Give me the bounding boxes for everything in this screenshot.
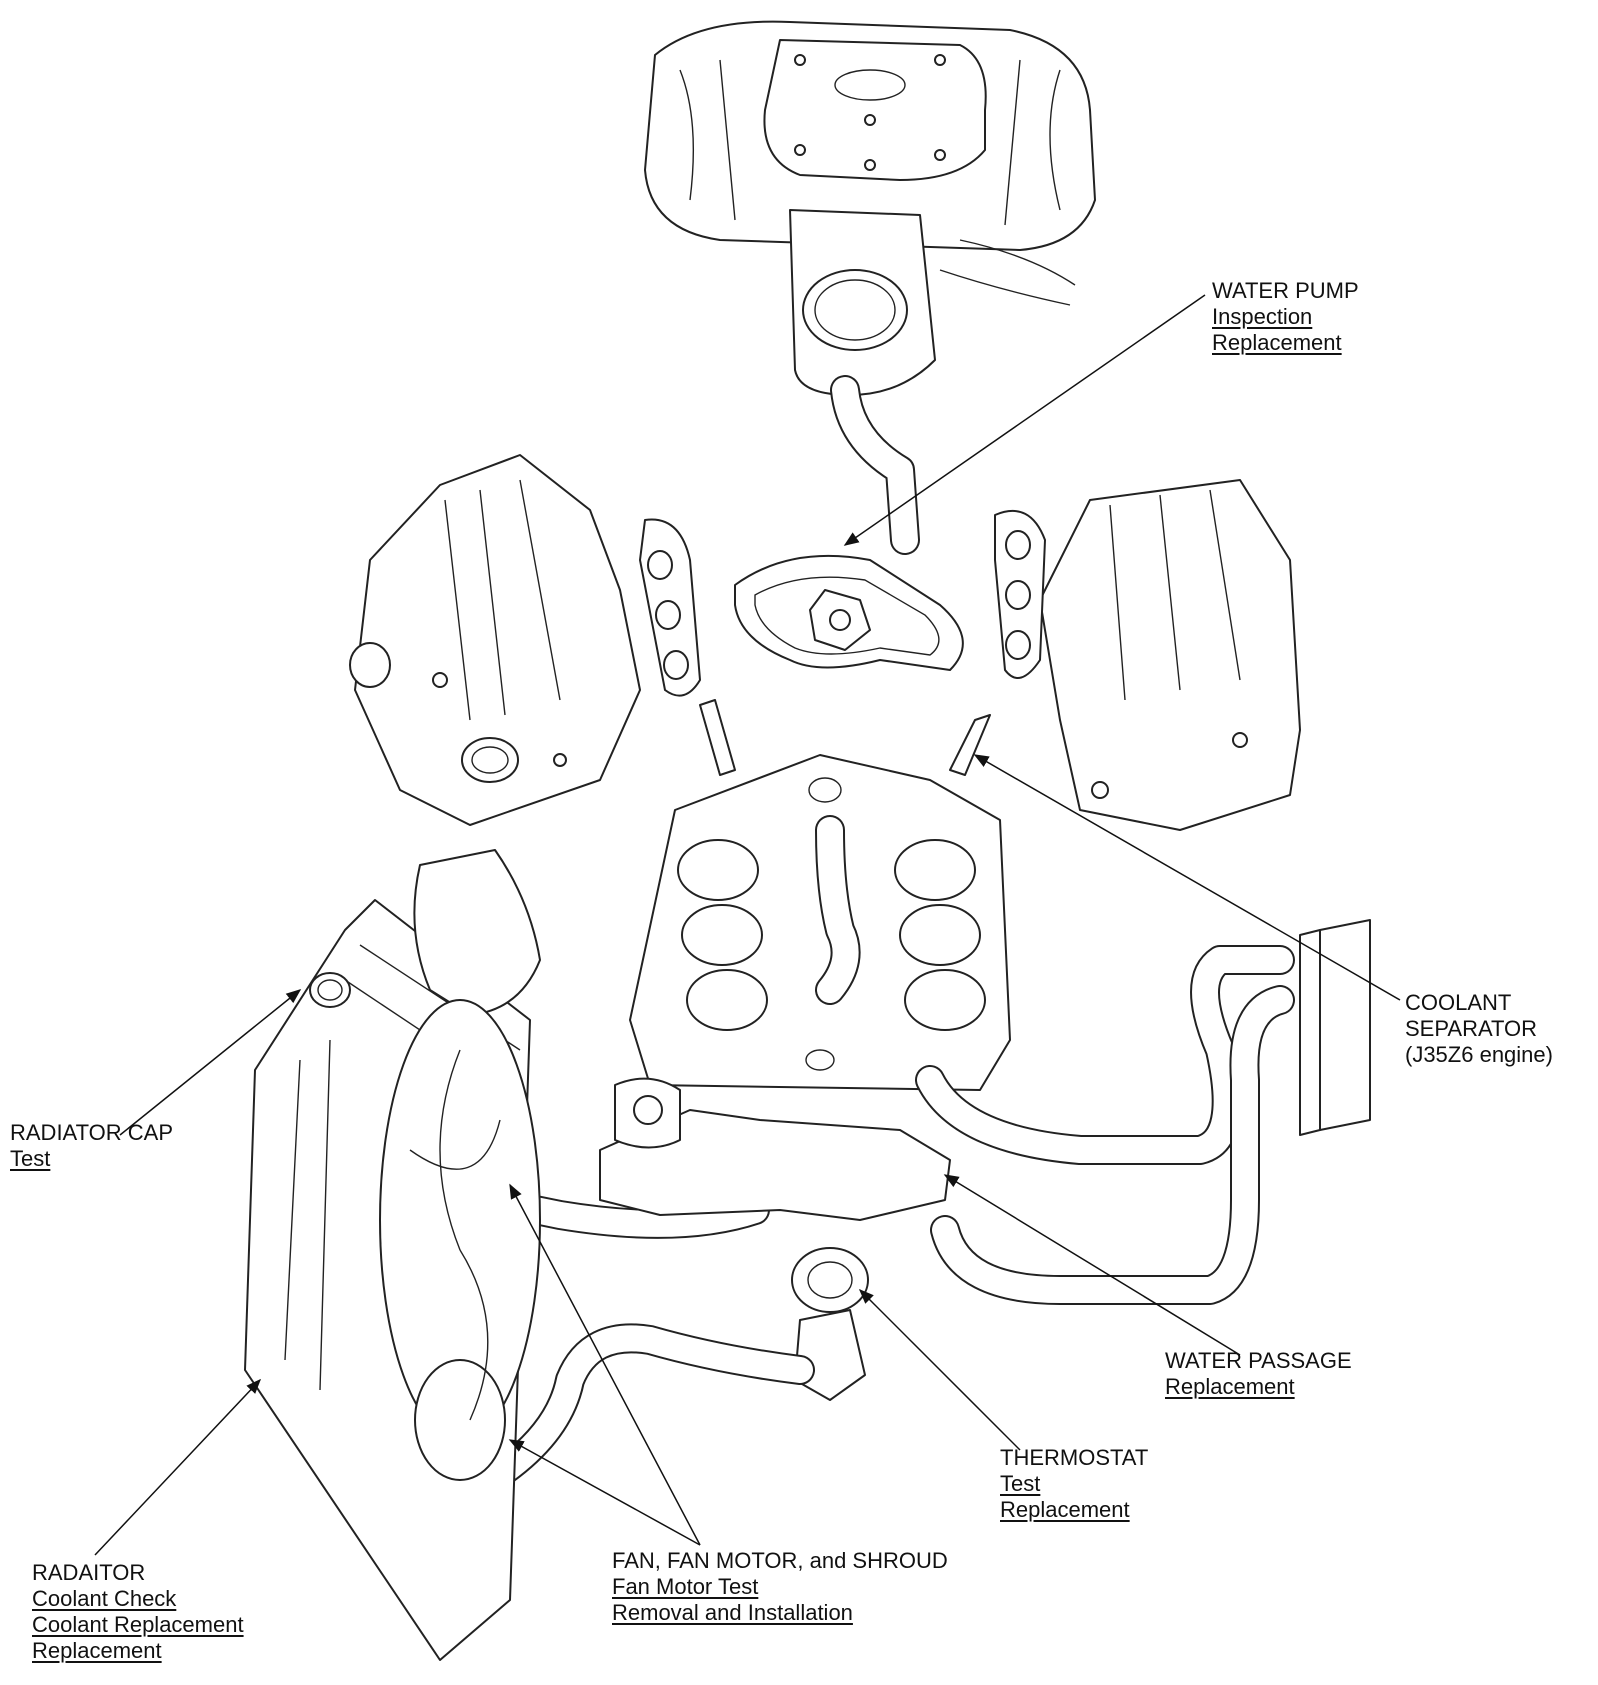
radiator-coolant-replacement-link[interactable]: Coolant Replacement bbox=[32, 1612, 244, 1637]
water-pump-label: WATER PUMP Inspection Replacement bbox=[1212, 278, 1359, 356]
water-pump-title: WATER PUMP bbox=[1212, 278, 1359, 303]
radiator-coolant-check-link[interactable]: Coolant Check bbox=[32, 1586, 177, 1611]
coolant-separator-line-2: SEPARATOR bbox=[1405, 1016, 1538, 1041]
radiator-replacement-link[interactable]: Replacement bbox=[32, 1638, 162, 1663]
coolant-separator-box bbox=[1299, 919, 1371, 1136]
radiator-label: RADAITOR Coolant Check Coolant Replaceme… bbox=[32, 1560, 244, 1664]
coolant-separator-parts bbox=[699, 699, 991, 776]
coolant-separator-line-1: COOLANT bbox=[1405, 990, 1512, 1015]
fan-title: FAN, FAN MOTOR, and SHROUD bbox=[612, 1548, 948, 1573]
leader-lines bbox=[94, 294, 1401, 1556]
engine-block bbox=[629, 754, 1011, 1091]
thermostat-test-link[interactable]: Test bbox=[1000, 1471, 1041, 1496]
thermostat-title: THERMOSTAT bbox=[1000, 1445, 1149, 1470]
radiator-title: RADAITOR bbox=[32, 1560, 146, 1585]
right-cylinder-head bbox=[994, 479, 1301, 831]
thermostat-replacement-link[interactable]: Replacement bbox=[1000, 1497, 1130, 1522]
fan-motor-test-link[interactable]: Fan Motor Test bbox=[612, 1574, 759, 1599]
water-pump-inspection-link[interactable]: Inspection bbox=[1212, 304, 1313, 329]
water-passage-title: WATER PASSAGE bbox=[1165, 1348, 1352, 1373]
radiator-cap-label: RADIATOR CAP Test bbox=[10, 1120, 173, 1172]
lower-radiator-hose bbox=[490, 1323, 815, 1485]
left-cylinder-head bbox=[349, 454, 701, 826]
radiator-cap-title: RADIATOR CAP bbox=[10, 1120, 173, 1145]
water-pump-part bbox=[734, 554, 964, 671]
water-pump-replacement-link[interactable]: Replacement bbox=[1212, 330, 1342, 355]
coolant-separator-line-3: (J35Z6 engine) bbox=[1405, 1042, 1553, 1067]
water-passage-label: WATER PASSAGE Replacement bbox=[1165, 1348, 1352, 1400]
radiator-cap-test-link[interactable]: Test bbox=[10, 1146, 51, 1171]
heater-hoses bbox=[915, 945, 1295, 1305]
fan-and-shroud-part bbox=[379, 999, 541, 1481]
fan-label: FAN, FAN MOTOR, and SHROUD Fan Motor Tes… bbox=[612, 1548, 948, 1626]
throttle-body bbox=[789, 209, 1076, 555]
water-passage-part bbox=[599, 1077, 951, 1221]
thermostat-label: THERMOSTAT Test Replacement bbox=[1000, 1445, 1148, 1523]
coolant-separator-label: COOLANT SEPARATOR (J35Z6 engine) bbox=[1405, 990, 1553, 1068]
intake-manifold bbox=[644, 20, 1096, 251]
water-passage-replacement-link[interactable]: Replacement bbox=[1165, 1374, 1295, 1399]
fan-removal-installation-link[interactable]: Removal and Installation bbox=[612, 1600, 853, 1625]
